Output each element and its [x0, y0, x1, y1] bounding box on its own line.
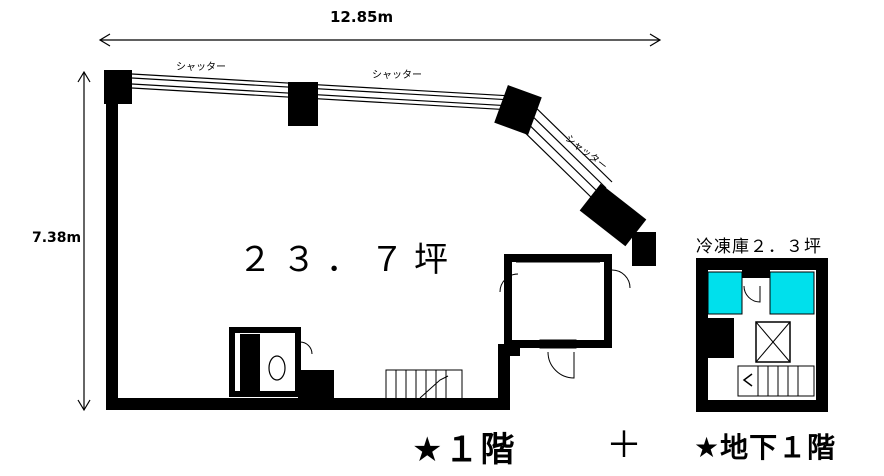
stairs-first-floor [385, 369, 463, 401]
shutter-label-top-left: シャッター [176, 62, 226, 73]
basement-walls [696, 258, 828, 412]
first-floor-walls [104, 70, 656, 410]
main-area-label: ２３．７坪 [238, 240, 458, 280]
shutter-label-top-right: シャッター [372, 70, 422, 81]
interior-room [499, 254, 631, 379]
freezer-area-label: 冷凍庫２．３坪 [696, 237, 822, 257]
first-floor-label: ★１階 [412, 430, 517, 470]
toilet-room [229, 327, 334, 400]
plus-sign: ＋ [606, 425, 643, 466]
height-dimension-label: 7.38m [32, 230, 82, 246]
shutter-diagonal [509, 99, 613, 201]
height-dimension-line [77, 70, 91, 412]
width-dimension-line [98, 33, 662, 47]
width-dimension-label: 12.85m [330, 8, 394, 26]
basement-floor-label: ★地下１階 [694, 431, 837, 464]
shutter-top [131, 73, 513, 111]
